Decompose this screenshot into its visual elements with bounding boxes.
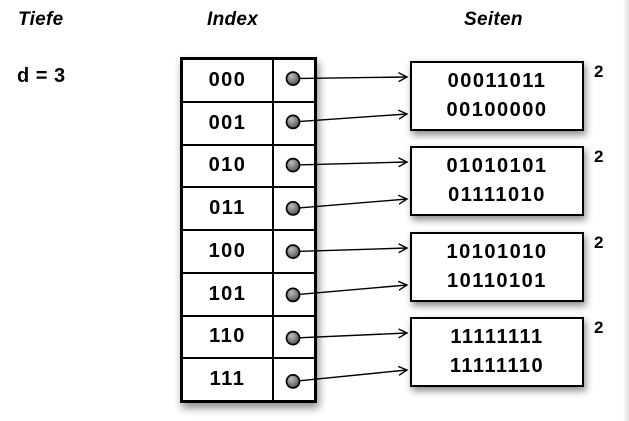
page-box-4: 11111111 11111110 (410, 317, 584, 387)
page-entry: 00011011 (447, 70, 547, 92)
index-cell-label: 111 (209, 368, 246, 391)
index-row: 110 (183, 314, 314, 358)
page-entry: 11111111 (450, 326, 544, 348)
index-row: 011 (183, 186, 314, 229)
page-entry: 01111010 (448, 184, 546, 206)
index-row: 001 (183, 100, 314, 144)
page-entry: 11111110 (449, 355, 545, 377)
index-cell-label: 011 (209, 197, 246, 220)
index-cell-label: 010 (208, 154, 247, 177)
page-entry: 10110101 (447, 270, 547, 292)
page-local-depth: 2 (594, 318, 604, 337)
index-row: 111 (183, 357, 314, 400)
index-row: 010 (183, 143, 314, 187)
page-entry: 00100000 (446, 99, 548, 121)
page-local-depth: 2 (594, 233, 604, 252)
depth-value: d = 3 (17, 65, 66, 87)
slide-right-edge (623, 0, 629, 421)
page-box-3: 10101010 10110101 (410, 232, 584, 302)
page-local-depth: 2 (594, 62, 604, 81)
index-table: 000 001 010 011 100 101 110 111 (180, 57, 317, 403)
page-entry: 01010101 (446, 155, 548, 177)
index-title: Index (207, 9, 259, 30)
pages-title: Seiten (464, 9, 523, 30)
index-cell-label: 101 (208, 282, 247, 305)
index-row: 000 (183, 60, 314, 101)
depth-title: Tiefe (18, 9, 64, 30)
index-row: 101 (183, 271, 314, 315)
page-box-2: 01010101 01111010 (410, 146, 584, 216)
index-row: 100 (183, 229, 314, 272)
index-cell-label: 000 (208, 68, 247, 91)
index-cell-label: 110 (209, 325, 246, 348)
page-entry: 10101010 (446, 241, 548, 263)
index-cell-label: 100 (208, 239, 247, 262)
index-column-divider (272, 60, 274, 400)
index-cell-label: 001 (208, 111, 247, 134)
page-local-depth: 2 (594, 147, 604, 166)
page-box-1: 00011011 00100000 (410, 61, 584, 131)
